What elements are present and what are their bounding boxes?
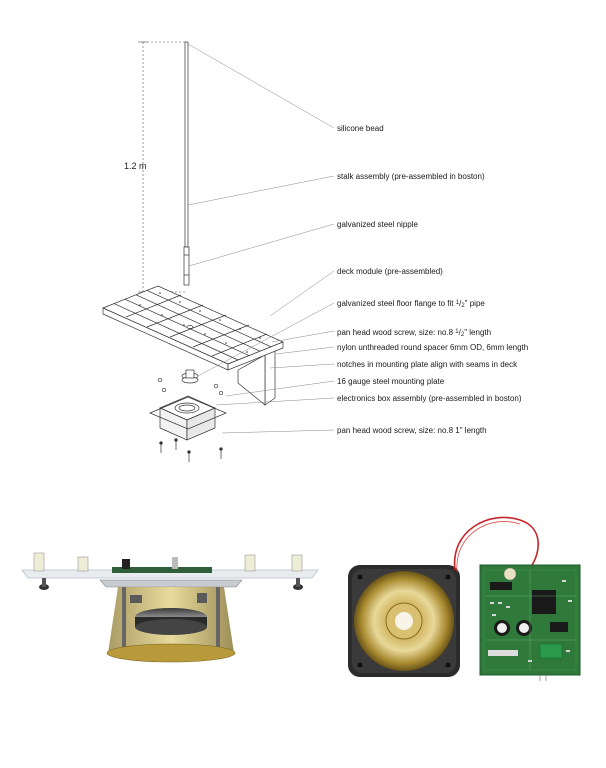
deck-module — [102, 285, 284, 406]
label-mounting-plate: 16 gauge steel mounting plate — [337, 377, 445, 386]
label-floor-flange-frac-num: 1 — [455, 300, 460, 306]
label-floor-flange-text: galvanized steel floor flange to fit — [337, 299, 456, 308]
label-screw-frac-den: 2 — [460, 332, 465, 338]
label-screw-half-inch: pan head wood screw, size: no.8 1/2" len… — [337, 328, 492, 338]
label-screw-half-inch-unit: " length — [464, 328, 492, 337]
label-screw-half-inch-text: pan head wood screw, size: no.8 — [337, 328, 456, 337]
deck-screw-dots — [139, 292, 261, 353]
label-electronics-box: electronics box assembly (pre-assembled … — [337, 394, 522, 403]
label-floor-flange: galvanized steel floor flange to fit 1/2… — [337, 299, 485, 309]
label-silicone-bead: silicone bead — [337, 124, 384, 133]
label-steel-nipple: galvanized steel nipple — [337, 220, 418, 229]
stalk-rod — [183, 41, 190, 286]
label-deck-module: deck module (pre-assembled) — [337, 267, 443, 276]
bottom-screws — [159, 438, 223, 462]
leader-lines — [187, 43, 335, 434]
speaker-and-circuit-board-photo — [348, 516, 581, 681]
label-notches: notches in mounting plate align with sea… — [337, 360, 518, 369]
dimension-label: 1.2 m — [124, 161, 147, 171]
label-floor-flange-frac-den: 2 — [461, 303, 465, 309]
exploded-view-drawing — [102, 41, 335, 462]
label-stalk-assembly: stalk assembly (pre-assembled in boston) — [337, 172, 485, 181]
label-screw-frac-num: 1 — [455, 329, 459, 335]
label-screw-one-inch: pan head wood screw, size: no.8 1" lengt… — [337, 426, 487, 435]
floor-flange — [157, 369, 224, 396]
label-floor-flange-unit: " pipe — [464, 299, 485, 308]
label-nylon-spacer: nylon unthreaded round spacer 6mm OD, 6m… — [337, 343, 529, 352]
electronics-box — [149, 395, 227, 441]
speaker-assembly-photo — [22, 552, 319, 663]
